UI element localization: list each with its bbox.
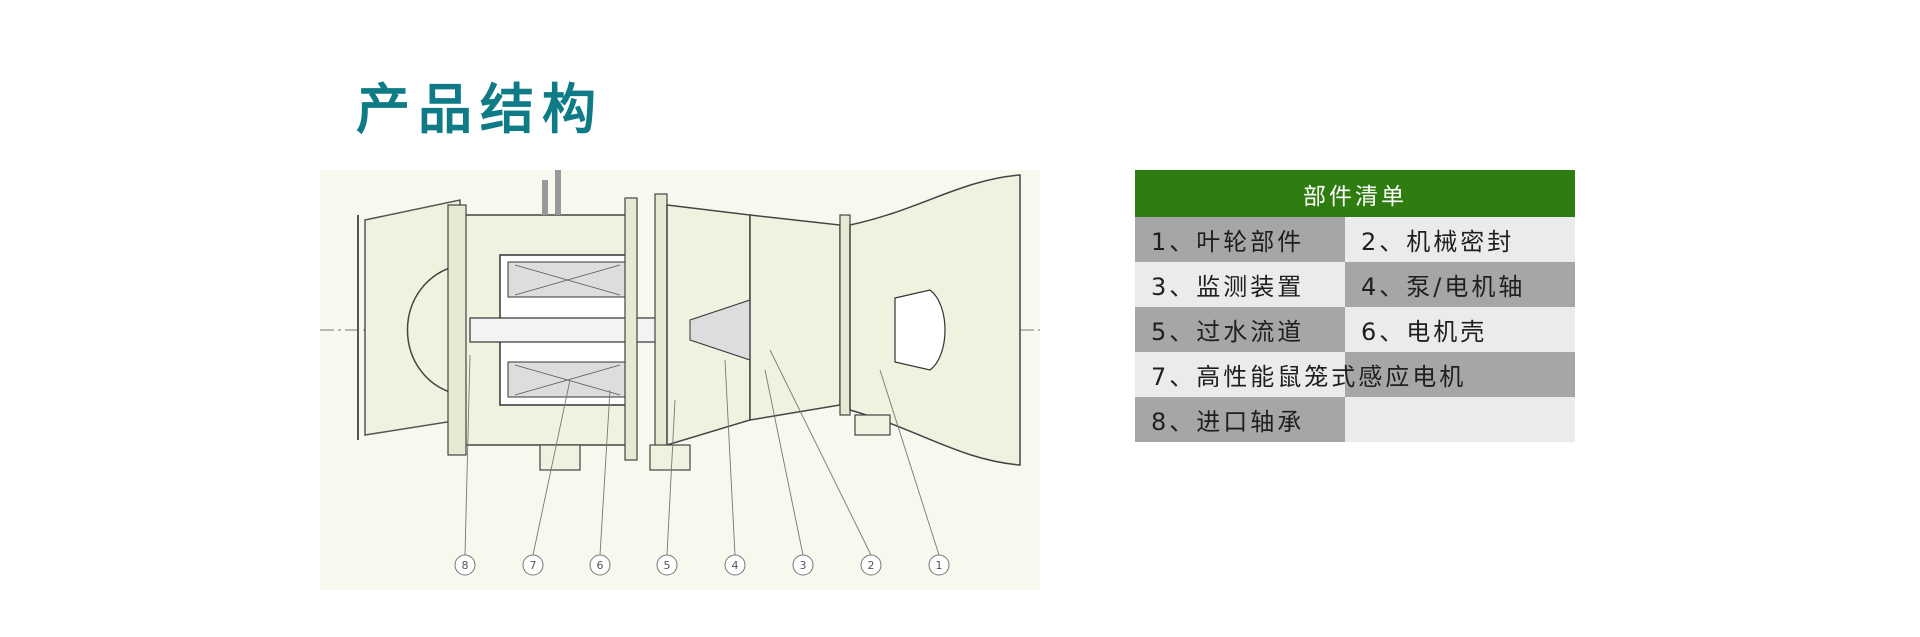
part-cell: 6、电机壳: [1345, 307, 1575, 352]
callout-label: 1: [936, 559, 943, 572]
part-cell: 1、叶轮部件: [1135, 217, 1345, 262]
callout-label: 7: [530, 559, 537, 572]
callout-label: 2: [868, 559, 875, 572]
table-row: 1、叶轮部件 2、机械密封: [1135, 217, 1575, 262]
callout-label: 5: [664, 559, 671, 572]
parts-list-header: 部件清单: [1135, 170, 1575, 217]
pump-structure-diagram: 8 7 6 5 4 3 2 1: [320, 170, 1040, 590]
part-cell: [1345, 397, 1575, 442]
table-row: 8、进口轴承: [1135, 397, 1575, 442]
part-cell: 5、过水流道: [1135, 307, 1345, 352]
part-cell: 4、泵/电机轴: [1345, 262, 1575, 307]
part-cell: 2、机械密封: [1345, 217, 1575, 262]
table-row: 5、过水流道 6、电机壳: [1135, 307, 1575, 352]
part-cell: 3、监测装置: [1135, 262, 1345, 307]
table-row: 3、监测装置 4、泵/电机轴: [1135, 262, 1575, 307]
part-cell: 8、进口轴承: [1135, 397, 1345, 442]
parts-list-table: 部件清单 1、叶轮部件 2、机械密封 3、监测装置 4、泵/电机轴 5、过水流道…: [1135, 170, 1575, 442]
callout-label: 4: [732, 559, 739, 572]
table-row: 7、高性能鼠笼式感应电机: [1135, 352, 1575, 397]
callout-label: 8: [462, 559, 469, 572]
page-title: 产品结构: [356, 78, 604, 141]
callout-label: 6: [597, 559, 604, 572]
part-cell: 7、高性能鼠笼式感应电机: [1135, 352, 1463, 397]
callout-label: 3: [800, 559, 807, 572]
part-cell: [1345, 352, 1575, 397]
